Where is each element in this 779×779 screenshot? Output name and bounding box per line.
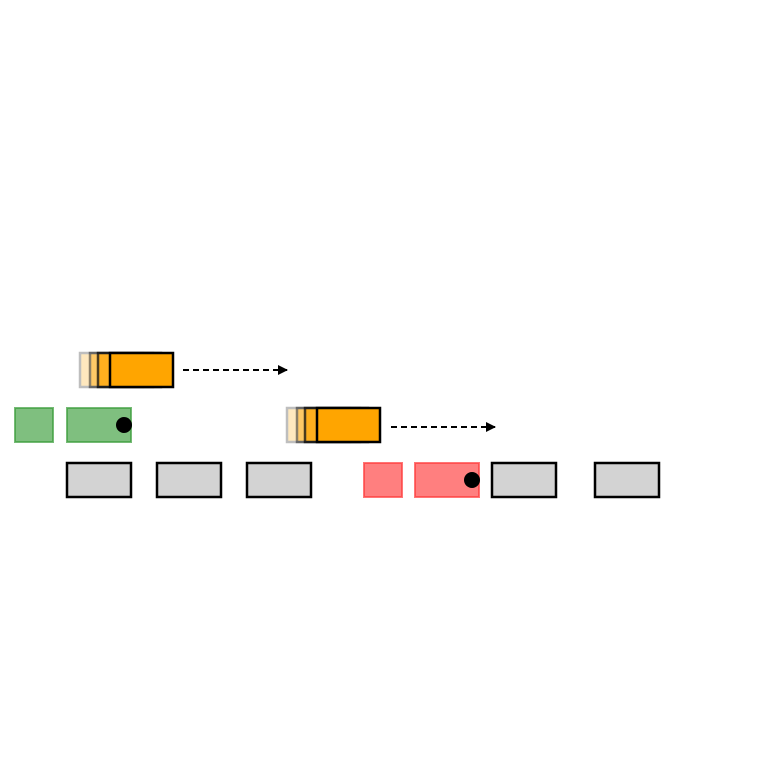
slot-block bbox=[65, 461, 133, 499]
mover-block bbox=[108, 351, 175, 389]
slot-block bbox=[593, 461, 661, 499]
end-zone-block bbox=[363, 462, 403, 498]
slot-block bbox=[490, 461, 558, 499]
movers bbox=[78, 351, 496, 444]
slot-block bbox=[245, 461, 313, 499]
slot-block bbox=[155, 461, 223, 499]
slot-row bbox=[65, 461, 661, 499]
end-marker-dot bbox=[464, 472, 480, 488]
mover-block bbox=[315, 406, 382, 444]
zones bbox=[14, 407, 480, 498]
start-zone-block bbox=[14, 407, 54, 443]
start-marker-dot bbox=[116, 417, 132, 433]
